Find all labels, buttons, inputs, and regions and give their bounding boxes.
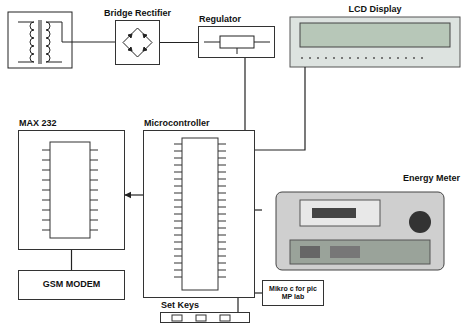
block-heading: Microcontroller [144,119,210,129]
connector [255,67,305,150]
connector [255,209,262,210]
microcontroller-box: Microcontroller [143,130,255,298]
connector [160,42,198,43]
connector [125,194,143,195]
key-symbols [172,315,230,321]
lcd-picture [290,17,460,67]
max232-chip [42,142,98,238]
block-heading: Set Keys [161,301,199,311]
regulator-box: Regulator [198,26,275,58]
energy-meter-picture [276,192,444,270]
block-heading: LCD Display [348,5,401,15]
block-heading: Regulator [199,15,241,25]
rectifier-box: Bridge Rectifier [115,20,160,65]
block-heading: MAX 232 [19,119,57,129]
software-box: Mikro c for pic MP lab [262,280,324,306]
interface-chip-box: MAX 232 [18,130,125,250]
connector [255,292,262,293]
box-label: GSM MODEM [43,280,101,290]
transformer-symbol [8,12,115,68]
connector [71,250,72,270]
microcontroller-chip [174,138,226,290]
connector [244,58,245,130]
block-heading: Energy Meter [403,174,460,184]
block-heading: Bridge Rectifier [104,9,171,19]
lcd-display: LCD Display [290,17,460,67]
modem-box: GSM MODEM [18,270,125,300]
keys-box: Set Keys [160,312,250,323]
connector [237,298,238,312]
box-label: Mikro c for pic MP lab [266,285,320,300]
diode-bridge-symbol [123,28,152,57]
regulator-symbol [204,36,270,54]
energy-meter: Energy Meter [262,186,460,276]
